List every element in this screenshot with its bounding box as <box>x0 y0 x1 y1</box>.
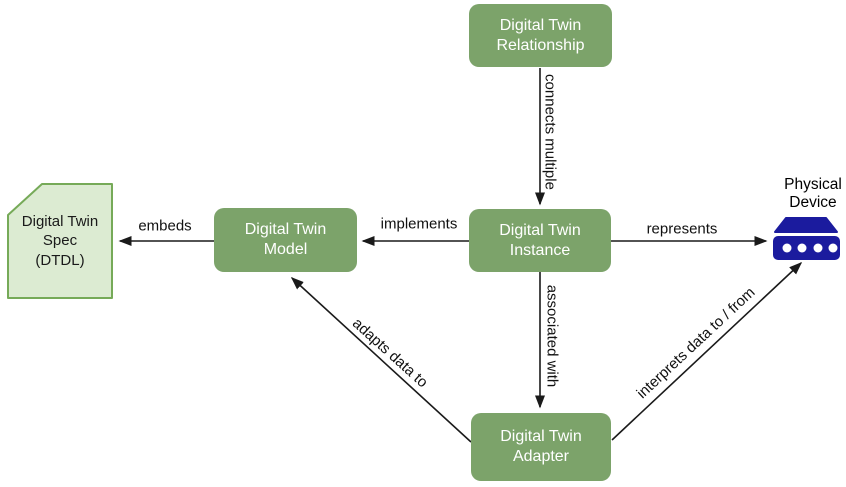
node-digital-twin-adapter: Digital Twin Adapter <box>471 413 611 481</box>
node-digital-twin-relationship: Digital Twin Relationship <box>469 4 612 67</box>
spec-document-shape <box>7 183 113 299</box>
edge-label-associated-with: associated with <box>543 284 561 388</box>
edge-label-connects-multiple: connects multiple <box>541 74 559 190</box>
node-digital-twin-spec: Digital Twin Spec (DTDL) <box>8 184 112 298</box>
physical-device-label: Physical Device <box>784 176 842 212</box>
edge-label-represents: represents <box>646 220 718 238</box>
device-dot <box>813 243 823 253</box>
node-digital-twin-instance: Digital Twin Instance <box>469 209 611 272</box>
device-lid-shape <box>774 217 838 233</box>
device-dot <box>797 243 807 253</box>
physical-device-icon <box>773 217 840 260</box>
node-digital-twin-model: Digital Twin Model <box>214 208 357 272</box>
device-dot <box>782 243 792 253</box>
edge-interprets-data <box>611 261 803 441</box>
node-label: Digital Twin Relationship <box>496 16 585 54</box>
device-dot <box>828 243 838 253</box>
node-label: Digital Twin Adapter <box>500 428 582 465</box>
node-label: Digital Twin Model <box>244 221 327 258</box>
node-label: Digital Twin Spec (DTDL) <box>21 212 99 269</box>
edge-label-embeds: embeds <box>138 217 192 235</box>
edge-label-implements: implements <box>380 215 458 233</box>
edge-adapts-data-to <box>290 276 472 443</box>
node-label: Digital Twin Instance <box>499 221 581 259</box>
